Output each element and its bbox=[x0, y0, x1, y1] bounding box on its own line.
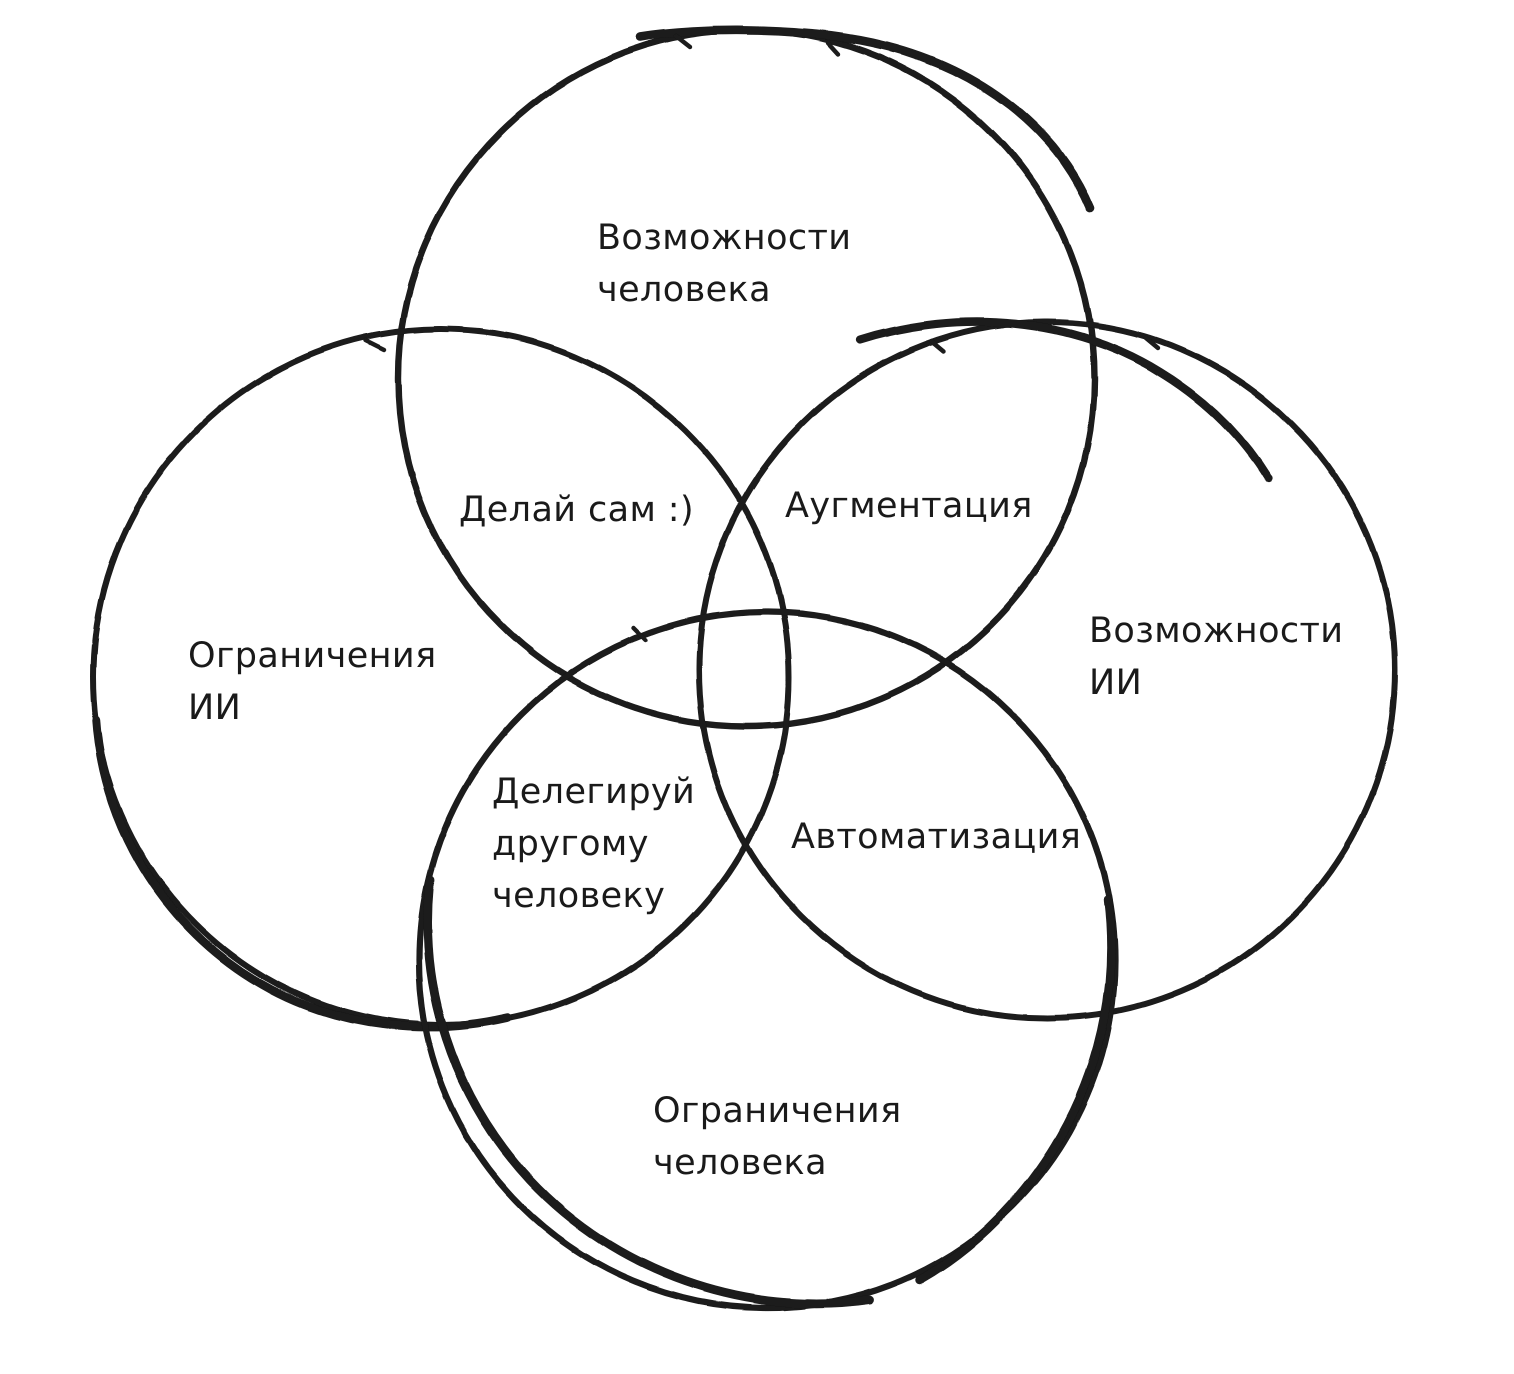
pen-tick-mark bbox=[631, 625, 649, 643]
pen-tick-mark bbox=[929, 338, 947, 354]
label-ai-capabilities: Возможности ИИ bbox=[1089, 611, 1344, 703]
label-do-it-yourself: Делай сам :) bbox=[459, 490, 695, 530]
circle-human-limitations-overstroke-2 bbox=[915, 895, 1116, 1285]
label-automation: Автоматизация bbox=[791, 817, 1082, 857]
label-augmentation: Аугментация bbox=[785, 486, 1033, 526]
circle-human-limitations-overstroke bbox=[423, 875, 875, 1309]
circle-human-capabilities-overstroke bbox=[635, 26, 1095, 213]
pen-tick-mark bbox=[363, 338, 387, 353]
label-human-limitations: Ограничения человека bbox=[653, 1091, 902, 1183]
pen-tick-mark bbox=[1143, 335, 1161, 351]
label-ai-limitations: Ограничения ИИ bbox=[188, 636, 437, 728]
circle-ai-capabilities bbox=[695, 319, 1399, 1022]
circle-human-limitations bbox=[415, 608, 1119, 1312]
circle-human-capabilities bbox=[394, 26, 1098, 730]
label-delegate-to-another-human: Делегируй другому человеку bbox=[492, 772, 696, 916]
pen-tick-mark bbox=[673, 33, 693, 50]
pen-tick-mark bbox=[825, 40, 841, 57]
label-human-capabilities: Возможности человека bbox=[597, 218, 852, 310]
circle-ai-capabilities-overstroke bbox=[855, 317, 1273, 483]
circle-ai-limitations-overstroke bbox=[91, 715, 513, 1032]
